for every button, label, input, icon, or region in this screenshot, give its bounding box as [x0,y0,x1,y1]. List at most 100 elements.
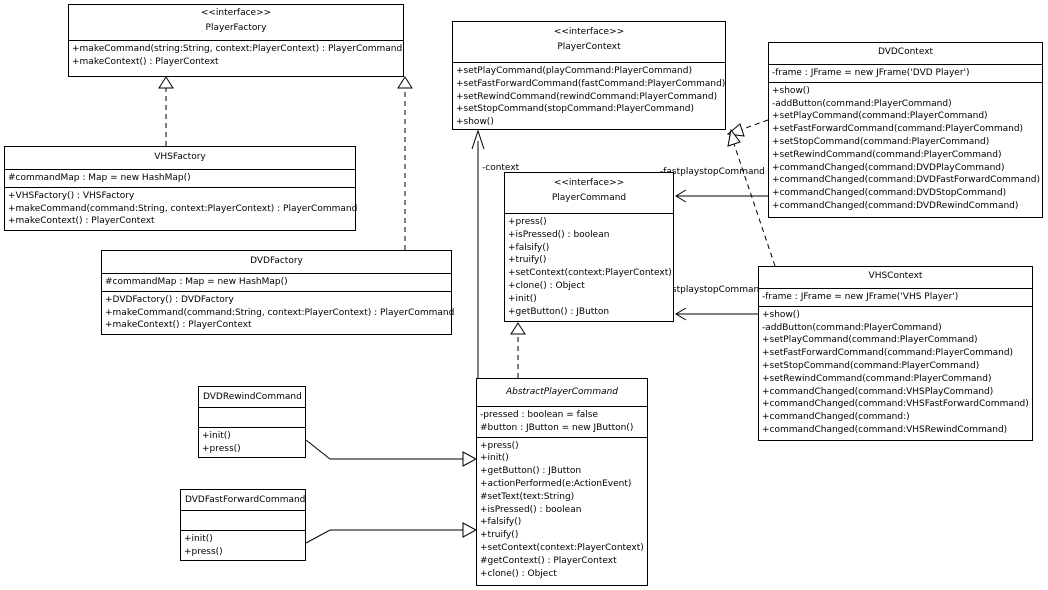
association-arrowhead [471,129,485,150]
operation: +getButton() : JButton [508,306,610,317]
operation: #getContext() : PlayerContext [480,555,617,566]
operation: +init() [508,293,537,304]
attributes: -frame : JFrame = new JFrame('VHS Player… [759,288,1032,306]
class-header: DVDRewindCommand [199,387,305,407]
class-header: VHSContext [759,267,1032,288]
class-vhs-context[interactable]: VHSContext -frame : JFrame = new JFrame(… [758,266,1033,441]
attributes: -pressed : boolean = false #button : JBu… [477,406,647,437]
stereotype: <<interface>> [553,27,625,37]
operation: +DVDFactory() : DVDFactory [105,294,234,305]
generalization-dvdrewind-abstract [305,439,463,460]
generalization-arrowhead [462,451,478,467]
operations: +makeCommand(string:String, context:Play… [69,40,403,71]
operations: +init() +press() [181,530,305,561]
operations: +show() -addButton(command:PlayerCommand… [769,81,1042,215]
operation: +setPlayCommand(command:PlayerCommand) [762,335,978,346]
operation: +commandChanged(command:DVDFastForwardCo… [772,175,1041,186]
operation: +getButton() : JButton [480,466,582,477]
operation: +show() [456,117,494,128]
vhs-association-roles-label: -fastplaystopCommand [660,285,765,295]
realization-dvdcontext-playercontext [739,119,769,131]
class-vhs-factory[interactable]: VHSFactory #commandMap : Map = new HashM… [4,146,357,231]
operation: #setText(text:String) [480,491,575,502]
operation: +press() [184,546,223,557]
class-name: PlayerFactory [205,23,267,33]
operation: +setStopCommand(command:PlayerCommand) [772,136,990,147]
realization-arrowhead [510,322,526,335]
attributes [199,407,305,427]
class-name: AbstractPlayerCommand [505,387,619,397]
operation: +press() [508,217,547,227]
operation: +setFastForwardCommand(command:PlayerCom… [762,348,1014,359]
operation: +press() [202,443,241,454]
operation: +setContext(context:PlayerContext) [508,268,672,279]
operations: +VHSFactory() : VHSFactory +makeCommand(… [5,186,357,230]
class-abstract-player-command[interactable]: AbstractPlayerCommand -pressed : boolean… [476,378,648,586]
realization-arrowhead [727,128,741,147]
class-name: VHSFactory [154,152,206,162]
generalization-arrowhead [462,522,478,538]
class-header: AbstractPlayerCommand [477,379,647,406]
operations: +init() +press() [199,427,305,458]
class-dvd-factory[interactable]: DVDFactory #commandMap : Map = new HashM… [101,250,455,335]
attribute: #commandMap : Map = new HashMap() [105,277,288,287]
operation: +setFastForwardCommand(fastCommand:Playe… [456,78,726,89]
class-header: <<interface>> PlayerCommand [505,173,673,213]
operation: +setRewindCommand(command:PlayerCommand) [772,149,1002,160]
operation: +setFastForwardCommand(command:PlayerCom… [772,124,1024,135]
class-dvd-fastforward-command[interactable]: DVDFastForwardCommand +init() +press() [180,489,306,561]
class-player-command[interactable]: <<interface>> PlayerCommand +press() +is… [504,172,674,322]
dvd-association-roles-label: -fastplaystopCommand [660,167,765,177]
association-arrowhead [675,189,687,203]
association-arrowhead [675,307,687,321]
operation: +falsify() [508,242,550,253]
operation: +truify() [480,530,519,541]
operation: +init() [184,534,213,544]
class-dvd-context[interactable]: DVDContext -frame : JFrame = new JFrame(… [768,42,1043,218]
class-header: <<interface>> PlayerFactory [69,5,403,40]
class-header: DVDFactory [102,251,451,273]
attributes: #commandMap : Map = new HashMap() [102,273,451,291]
operation: +setPlayCommand(playCommand:PlayerComman… [456,66,692,76]
operation: +setStopCommand(command:PlayerCommand) [762,360,980,371]
class-player-context[interactable]: <<interface>> PlayerContext +setPlayComm… [452,21,726,130]
class-name: DVDRewindCommand [203,392,302,402]
generalization-dvdfastforward-abstract [305,529,463,544]
class-name: VHSContext [868,271,923,281]
operation: +init() [202,431,231,441]
class-name: DVDContext [877,47,934,57]
class-name: PlayerContext [557,42,621,52]
operation: +commandChanged(command:DVDRewindCommand… [772,200,1019,211]
class-header: <<interface>> PlayerContext [453,22,725,62]
operation: +setPlayCommand(command:PlayerCommand) [772,111,988,122]
stereotype: <<interface>> [200,8,272,18]
class-name: PlayerCommand [551,193,627,203]
operation: +commandChanged(command:VHSRewindCommand… [762,424,1008,435]
operation: +clone() : Object [508,280,585,291]
operation: +makeContext() : PlayerContext [8,216,155,227]
class-header: DVDContext [769,43,1042,64]
operation: -addButton(command:PlayerCommand) [772,98,952,109]
operation: +isPressed() : boolean [508,229,610,240]
operations: +show() -addButton(command:PlayerCommand… [759,305,1032,439]
class-name: DVDFastForwardCommand [185,495,306,505]
attributes [181,510,305,530]
realization-arrowhead [397,76,413,89]
operation: +makeContext() : PlayerContext [105,320,252,331]
class-dvd-rewind-command[interactable]: DVDRewindCommand +init() +press() [198,386,306,458]
class-player-factory[interactable]: <<interface>> PlayerFactory +makeCommand… [68,4,404,77]
operation: +setContext(context:PlayerContext) [480,542,644,553]
operation: +makeCommand(string:String, context:Play… [72,44,403,54]
operations: +press() +init() +getButton() : JButton … [477,436,647,583]
attribute: #commandMap : Map = new HashMap() [8,173,191,183]
operation: +commandChanged(command:DVDStopCommand) [772,188,1007,199]
operation: +show() [762,309,800,320]
operations: +DVDFactory() : DVDFactory +makeCommand(… [102,290,455,334]
operation: +commandChanged(command:) [762,412,910,423]
operation: +press() [480,440,519,451]
class-name: DVDFactory [250,256,303,266]
operation: +makeCommand(command:String, context:Pla… [105,307,455,318]
stereotype: <<interface>> [553,178,625,188]
operations: +press() +isPressed() : boolean +falsify… [505,213,673,320]
